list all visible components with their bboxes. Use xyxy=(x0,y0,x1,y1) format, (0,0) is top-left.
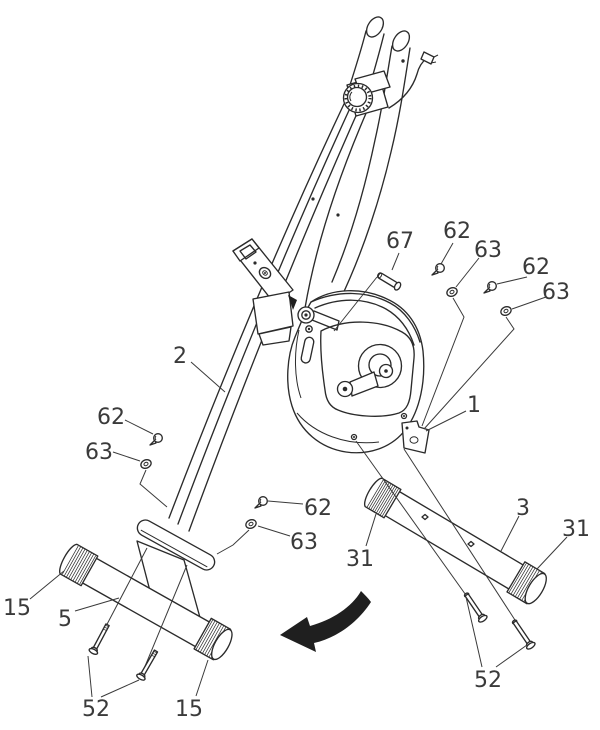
stabilizer-bolt-hole xyxy=(421,513,429,521)
seat-slot xyxy=(300,336,315,364)
stabilizer-bolt-hole xyxy=(467,540,475,548)
rear-stabilizer xyxy=(363,477,547,605)
screw-52-rear xyxy=(511,619,536,650)
screw-62 xyxy=(149,263,497,509)
crank-hub-ring xyxy=(357,343,403,389)
part-label-63-right: 63 xyxy=(290,530,318,555)
handlebar-tubes xyxy=(331,16,411,301)
cable-connector xyxy=(420,51,435,65)
drive-housing xyxy=(287,290,430,454)
screw-52-front xyxy=(136,649,159,681)
part-labels: 2 67 62 63 62 63 1 62 63 62 63 3 31 31 1… xyxy=(3,219,590,722)
screw-52-rear xyxy=(463,592,488,623)
rear-end-cap-right xyxy=(506,561,547,605)
part-label-52-rear: 52 xyxy=(474,668,502,693)
part-label-15-right: 15 xyxy=(175,697,203,722)
part-label-62-right: 62 xyxy=(304,496,332,521)
rear-end-cap-left xyxy=(363,477,402,519)
part-label-67: 67 xyxy=(386,229,414,254)
part-label-31-right: 31 xyxy=(562,517,590,542)
bolt-67 xyxy=(376,272,402,291)
front-end-cap-left xyxy=(59,543,99,587)
part-label-63-left: 63 xyxy=(85,440,113,465)
callout-leader-lines xyxy=(29,242,568,698)
part-label-15-left: 15 xyxy=(3,596,31,621)
front-end-cap-right xyxy=(193,617,233,661)
side-panel xyxy=(320,321,415,417)
handlebar-hole xyxy=(401,59,405,63)
part-label-63-a: 63 xyxy=(474,238,502,263)
part-label-62-a: 62 xyxy=(443,219,471,244)
washer-63 xyxy=(140,286,512,530)
part-label-5: 5 xyxy=(58,607,72,632)
part-label-62-b: 62 xyxy=(522,255,550,280)
front-stabilizer xyxy=(59,543,233,661)
part-label-2: 2 xyxy=(173,344,187,369)
part-label-52-front: 52 xyxy=(82,697,110,722)
part-label-31-left: 31 xyxy=(346,547,374,572)
part-label-62-left: 62 xyxy=(97,405,125,430)
bracket-shadow-wedge xyxy=(288,295,297,310)
direction-arrow-icon xyxy=(280,591,371,652)
screw-52-front xyxy=(88,623,110,656)
part-label-3: 3 xyxy=(516,496,530,521)
part-label-1: 1 xyxy=(467,393,481,418)
part-label-63-b: 63 xyxy=(542,280,570,305)
tension-knob-console xyxy=(342,51,439,117)
seat-post-bracket xyxy=(232,238,297,346)
console-cable xyxy=(388,57,428,109)
fasteners xyxy=(88,263,536,681)
